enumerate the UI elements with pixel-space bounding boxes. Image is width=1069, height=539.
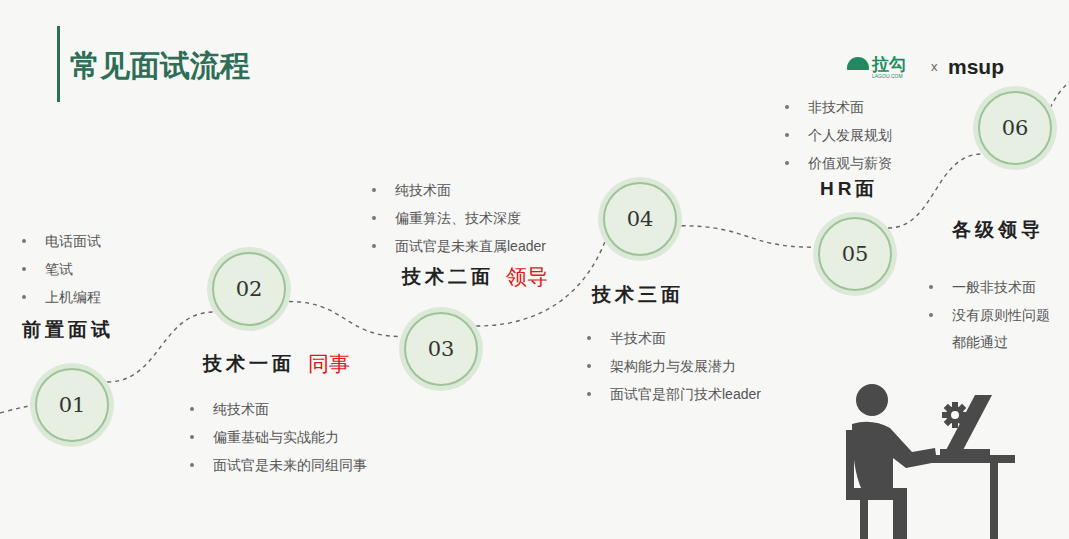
bullet-text: 上机编程 — [45, 284, 101, 311]
bullet-dot — [372, 216, 376, 220]
bullet-text: 偏重基础与实战能力 — [213, 424, 339, 451]
bullet-text: 面试官是部门技术leader — [610, 381, 761, 408]
bullet-text: 一般非技术面 — [952, 274, 1036, 301]
logo-text: 拉勾 — [872, 55, 906, 75]
bullet-text: 架构能力与发展潜力 — [610, 353, 736, 380]
bullet-dot — [22, 267, 26, 271]
step-circle: 03 — [404, 312, 478, 386]
bullet-text: 电话面试 — [45, 228, 101, 255]
bullet-text: 笔试 — [45, 256, 73, 283]
bullet-dot — [190, 407, 194, 411]
bullet-dot — [785, 105, 789, 109]
bullet-dot — [587, 336, 591, 340]
step-number: 03 — [428, 337, 455, 361]
bullet-dot — [22, 295, 26, 299]
step-circle: 04 — [603, 182, 677, 256]
dashed-connector — [289, 302, 401, 337]
dashed-connector — [107, 312, 214, 382]
step-circle: 05 — [818, 217, 892, 291]
bullet-text: 面试官是未来直属leader — [395, 233, 546, 260]
stage-heading: HR面 — [820, 178, 878, 201]
logo-text: msup — [948, 54, 1004, 79]
role-tag: 同事 — [308, 351, 350, 376]
dashed-connector — [888, 154, 982, 228]
logo-icon — [847, 57, 869, 81]
bullet-dot — [190, 435, 194, 439]
bullet-text: 非技术面 — [808, 94, 864, 121]
title-bar — [57, 26, 60, 102]
bullet-dot — [190, 463, 194, 467]
step-number: 01 — [59, 393, 86, 417]
dashed-connector — [476, 242, 605, 326]
person-at-desk-illustration — [846, 384, 1015, 539]
step-number: 02 — [236, 277, 263, 301]
bullet-text: 价值观与薪资 — [808, 150, 892, 177]
bullet-text: 纯技术面 — [395, 177, 451, 204]
step-circle: 06 — [978, 91, 1052, 165]
bullet-dot — [785, 161, 789, 165]
bullet-dot — [929, 285, 933, 289]
step-circle: 02 — [212, 252, 286, 326]
bullet-dot — [22, 239, 26, 243]
bullet-dot — [587, 392, 591, 396]
title: 常见面试流程 — [70, 48, 250, 84]
step-number: 04 — [627, 207, 654, 231]
stage-heading: 技术三面 — [592, 284, 684, 307]
stage-heading: 技术一面 — [203, 353, 295, 376]
bullet-text: 半技术面 — [610, 325, 666, 352]
stage-heading: 各级领导 — [952, 219, 1044, 242]
step-circle: 01 — [35, 368, 109, 442]
bullet-dot — [929, 313, 933, 317]
step-number: 06 — [1002, 116, 1029, 140]
exit-dashed-line — [1050, 82, 1069, 108]
stage-heading: 技术二面 — [402, 266, 494, 289]
bullet-text: 偏重算法、技术深度 — [395, 205, 521, 232]
bullet-text: 纯技术面 — [213, 396, 269, 423]
bullet-text: 面试官是未来的同组同事 — [213, 452, 367, 479]
bullet-text: 个人发展规划 — [808, 122, 892, 149]
bullet-dot — [785, 133, 789, 137]
stage-heading: 前置面试 — [22, 319, 114, 342]
bullet-dot — [372, 244, 376, 248]
bullet-text: 没有原则性问题都能通过 — [952, 302, 1052, 355]
role-tag: 领导 — [506, 264, 548, 289]
logo-text: LAGOU.COM — [872, 73, 903, 79]
logo-text: x — [931, 59, 938, 75]
dashed-connector — [681, 226, 813, 248]
bullet-dot — [587, 364, 591, 368]
step-number: 05 — [842, 242, 869, 266]
bullet-dot — [372, 188, 376, 192]
entry-dashed-line — [0, 405, 34, 413]
